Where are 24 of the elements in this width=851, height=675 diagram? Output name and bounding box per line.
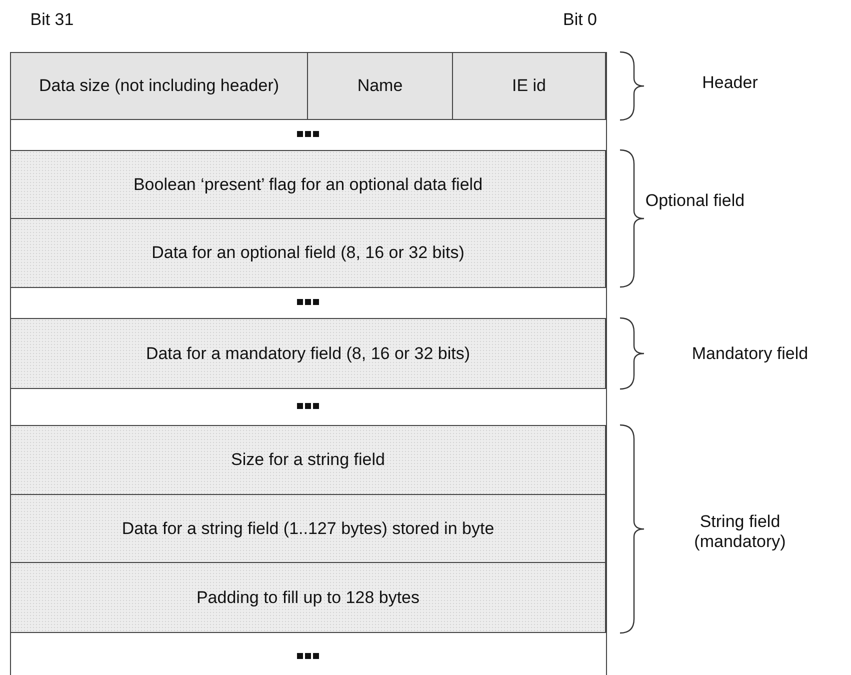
- field-cell: [10, 425, 606, 495]
- label-text: String field (mandatory): [693, 512, 787, 553]
- field-text: Size for a string field: [230, 450, 385, 470]
- field-cell: [10, 318, 606, 389]
- field-cell: [10, 150, 606, 219]
- field-text: Data for an optional field (8, 16 or 32 bits): [152, 243, 464, 263]
- field-text: IE id: [512, 76, 546, 96]
- field-cell: [10, 218, 606, 288]
- field-text: Boolean ‘present’ flag for an optional data field: [133, 174, 483, 194]
- label-text: Optional field: [644, 191, 746, 212]
- label-text: Header: [701, 73, 759, 94]
- label-text: Mandatory field: [690, 344, 810, 364]
- label-text: Bit 31: [29, 10, 75, 30]
- field-text: Data for a string field (1..127 bytes) stored in byte: [122, 518, 494, 538]
- label-text: Bit 0: [562, 10, 598, 30]
- field-cell: [10, 52, 308, 120]
- field-text: Padding to fill up to 128 bytes: [196, 588, 420, 608]
- field-cell: [307, 52, 453, 120]
- field-cell: [452, 52, 606, 120]
- field-text: Data size (not including header): [38, 76, 280, 96]
- field-text: Name: [357, 76, 403, 96]
- field-text: Data for a mandatory field (8, 16 or 32 bits): [146, 344, 470, 364]
- field-cell: [10, 494, 606, 563]
- field-cell: [10, 562, 606, 633]
